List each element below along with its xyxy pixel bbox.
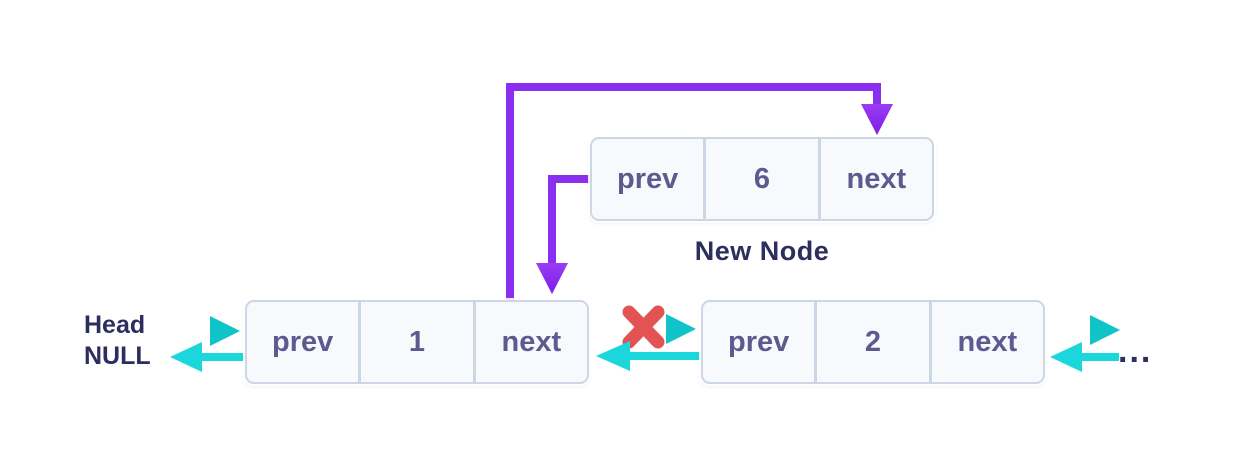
- rest-to-node2-arrow: [1050, 342, 1119, 372]
- head-label: Head: [84, 311, 146, 339]
- node1-next-cell: next: [501, 325, 562, 358]
- node-2: prev 2 next: [701, 300, 1045, 384]
- node2-to-rest-arrow: [1050, 315, 1120, 345]
- node2-next-cell: next: [957, 325, 1018, 358]
- new-node: prev 6 next: [590, 137, 934, 221]
- null-label: NULL: [84, 342, 151, 370]
- new-node-prev-cell: prev: [592, 139, 707, 219]
- broken-link-x-icon: [622, 305, 665, 349]
- node1-to-node2-arrow-broken: [591, 314, 696, 344]
- head-null-label: Head NULL: [84, 310, 151, 372]
- node2-prev-cell: prev: [703, 302, 818, 382]
- node1-prev-cell: prev: [247, 302, 362, 382]
- new-node-next-cell: next: [846, 162, 907, 195]
- node-1: prev 1 next: [245, 300, 589, 384]
- head-to-node1-arrow: [170, 316, 240, 346]
- node2-value-cell: 2: [817, 302, 932, 382]
- node2-to-node1-arrow: [596, 341, 700, 371]
- node1-next-to-newnode-arrow: [506, 83, 893, 300]
- node1-to-null-arrow: [170, 342, 243, 372]
- newnode-prev-to-node1-arrow: [536, 175, 591, 294]
- node1-value-cell: 1: [361, 302, 476, 382]
- new-node-value-cell: 6: [706, 139, 821, 219]
- list-continues-ellipsis: ...: [1118, 332, 1153, 370]
- new-node-label: New Node: [694, 236, 830, 266]
